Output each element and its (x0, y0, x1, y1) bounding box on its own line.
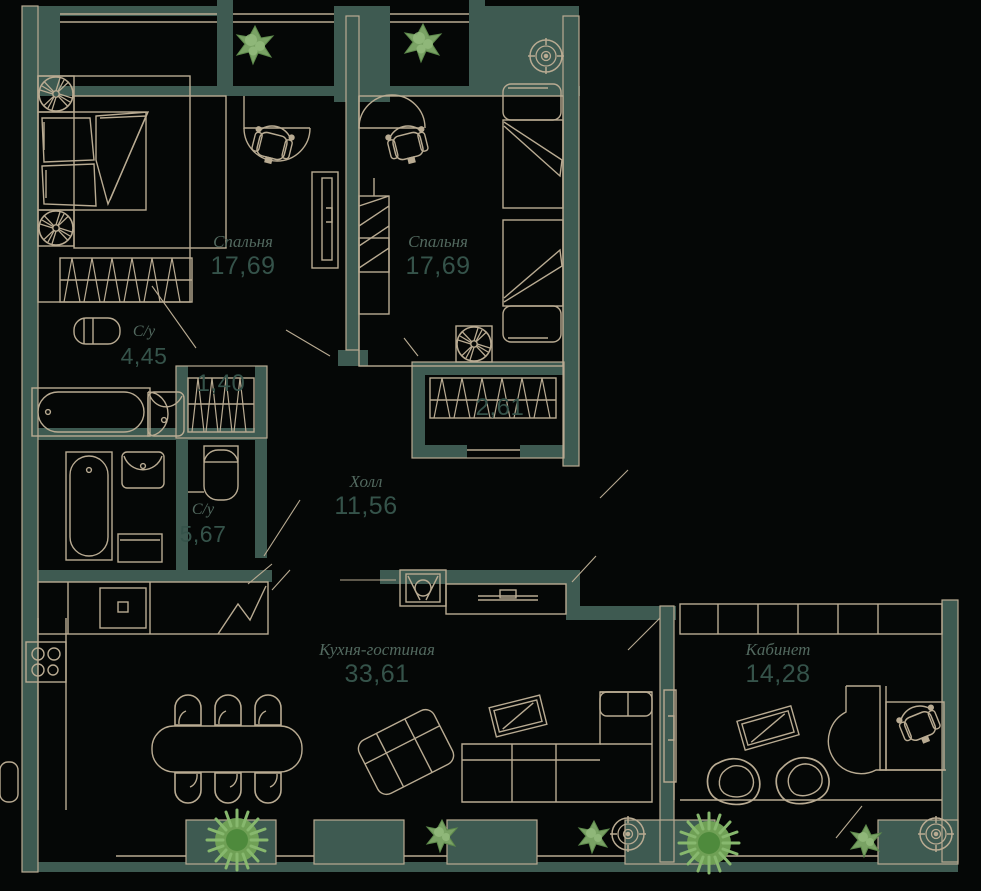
wall-outlines (21, 5, 959, 873)
interior-linework (0, 13, 955, 857)
plant-icons (205, 22, 883, 875)
